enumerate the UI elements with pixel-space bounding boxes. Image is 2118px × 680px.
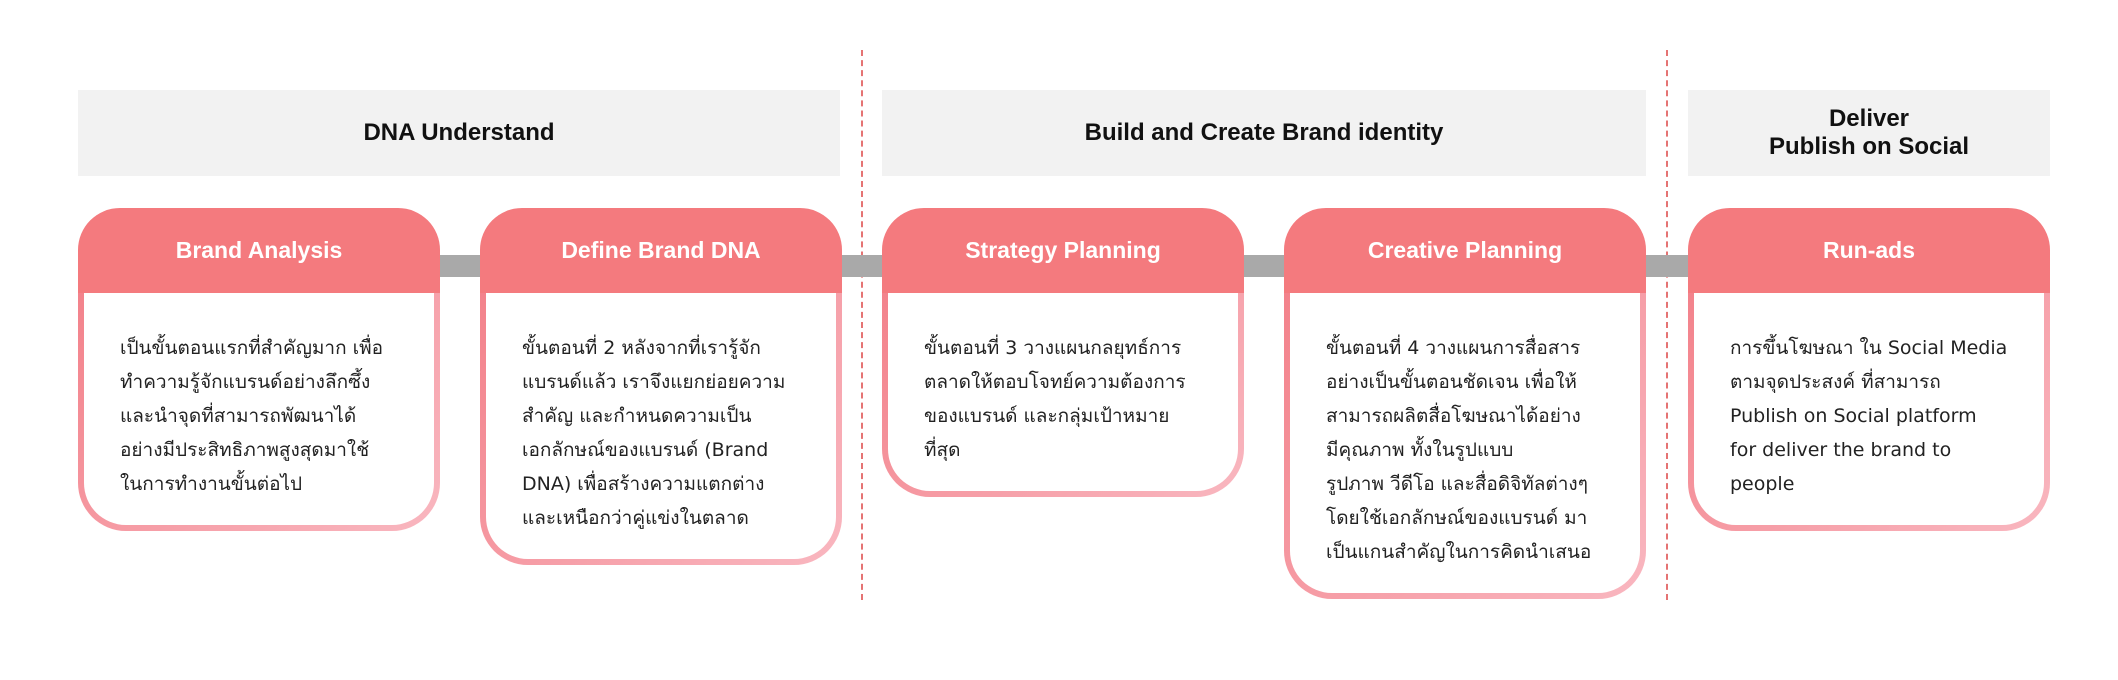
step-card-brand-analysis: Brand Analysis เป็นขั้นตอนแรกที่สำคัญมาก… (78, 208, 440, 531)
step-card-title: Define Brand DNA (480, 208, 842, 293)
phase-divider (1666, 50, 1668, 600)
step-card-description: ขั้นตอนที่ 3 วางแผนกลยุทธ์การ ตลาดให้ตอบ… (888, 293, 1238, 491)
phase-header-deliver: Deliver Publish on Social (1688, 90, 2050, 176)
step-card-title: Brand Analysis (78, 208, 440, 293)
step-card-title: Run-ads (1688, 208, 2050, 293)
phase-header-build-create: Build and Create Brand identity (882, 90, 1646, 176)
phase-divider (861, 50, 863, 600)
step-card-strategy-planning: Strategy Planning ขั้นตอนที่ 3 วางแผนกลย… (882, 208, 1244, 497)
step-card-title: Creative Planning (1284, 208, 1646, 293)
phase-title: Build and Create Brand identity (1084, 119, 1444, 146)
step-card-description: ขั้นตอนที่ 2 หลังจากที่เรารู้จัก แบรนด์แ… (486, 293, 836, 559)
step-card-description: เป็นขั้นตอนแรกที่สำคัญมาก เพื่อ ทำความรู… (84, 293, 434, 525)
step-card-define-brand-dna: Define Brand DNA ขั้นตอนที่ 2 หลังจากที่… (480, 208, 842, 565)
step-card-run-ads: Run-ads การขึ้นโฆษณา ใน Social Media ตาม… (1688, 208, 2050, 531)
step-card-description: ขั้นตอนที่ 4 วางแผนการสื่อสาร อย่างเป็นข… (1290, 293, 1640, 593)
step-card-description: การขึ้นโฆษณา ใน Social Media ตามจุดประสง… (1694, 293, 2044, 525)
step-card-title: Strategy Planning (882, 208, 1244, 293)
phase-header-dna-understand: DNA Understand (78, 90, 840, 176)
phase-title: DNA Understand (363, 119, 555, 146)
step-card-creative-planning: Creative Planning ขั้นตอนที่ 4 วางแผนการ… (1284, 208, 1646, 599)
phase-title: Deliver Publish on Social (1768, 105, 1970, 160)
